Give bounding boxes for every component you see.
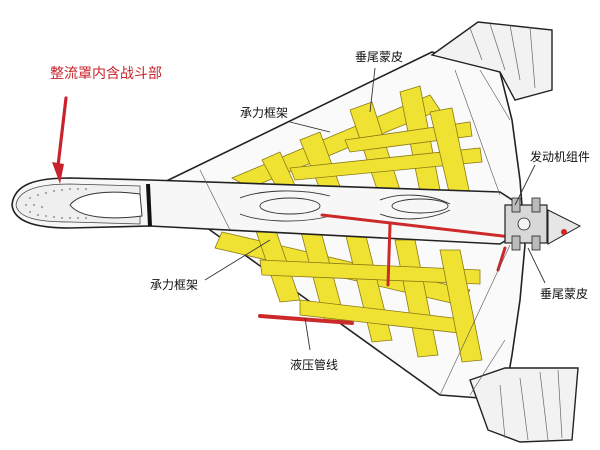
frame-structure-upper <box>231 85 483 197</box>
leader-lines <box>204 67 546 351</box>
label-tail-skin-bottom: 垂尾蒙皮 <box>540 287 589 301</box>
label-tail-skin-top: 垂尾蒙皮 <box>355 50 404 64</box>
label-frame-top: 承力框架 <box>240 106 289 120</box>
tail-bottom-ribs <box>499 369 563 441</box>
vertical-tail-top <box>430 21 553 101</box>
wing-ribs <box>199 69 511 396</box>
fuselage-frame-ring <box>146 183 152 227</box>
label-engine-assembly: 发动机组件 <box>530 150 591 164</box>
label-fairing-cockpit: 整流罩内含战斗部 <box>50 66 162 82</box>
hydraulic-lines <box>320 213 522 287</box>
engine-assembly <box>504 197 582 251</box>
frame-structure-lower <box>214 227 483 363</box>
vertical-tail-bottom <box>469 367 579 443</box>
label-hydraulic-line: 液压管线 <box>290 358 339 372</box>
hydraulic-line-callout-bar <box>258 314 354 325</box>
internal-ducts <box>239 190 451 222</box>
fairing-callout-arrow <box>52 96 68 184</box>
tail-top-ribs <box>469 23 536 89</box>
cockpit-canopy <box>69 191 143 219</box>
label-frame-bottom: 承力框架 <box>150 278 199 292</box>
